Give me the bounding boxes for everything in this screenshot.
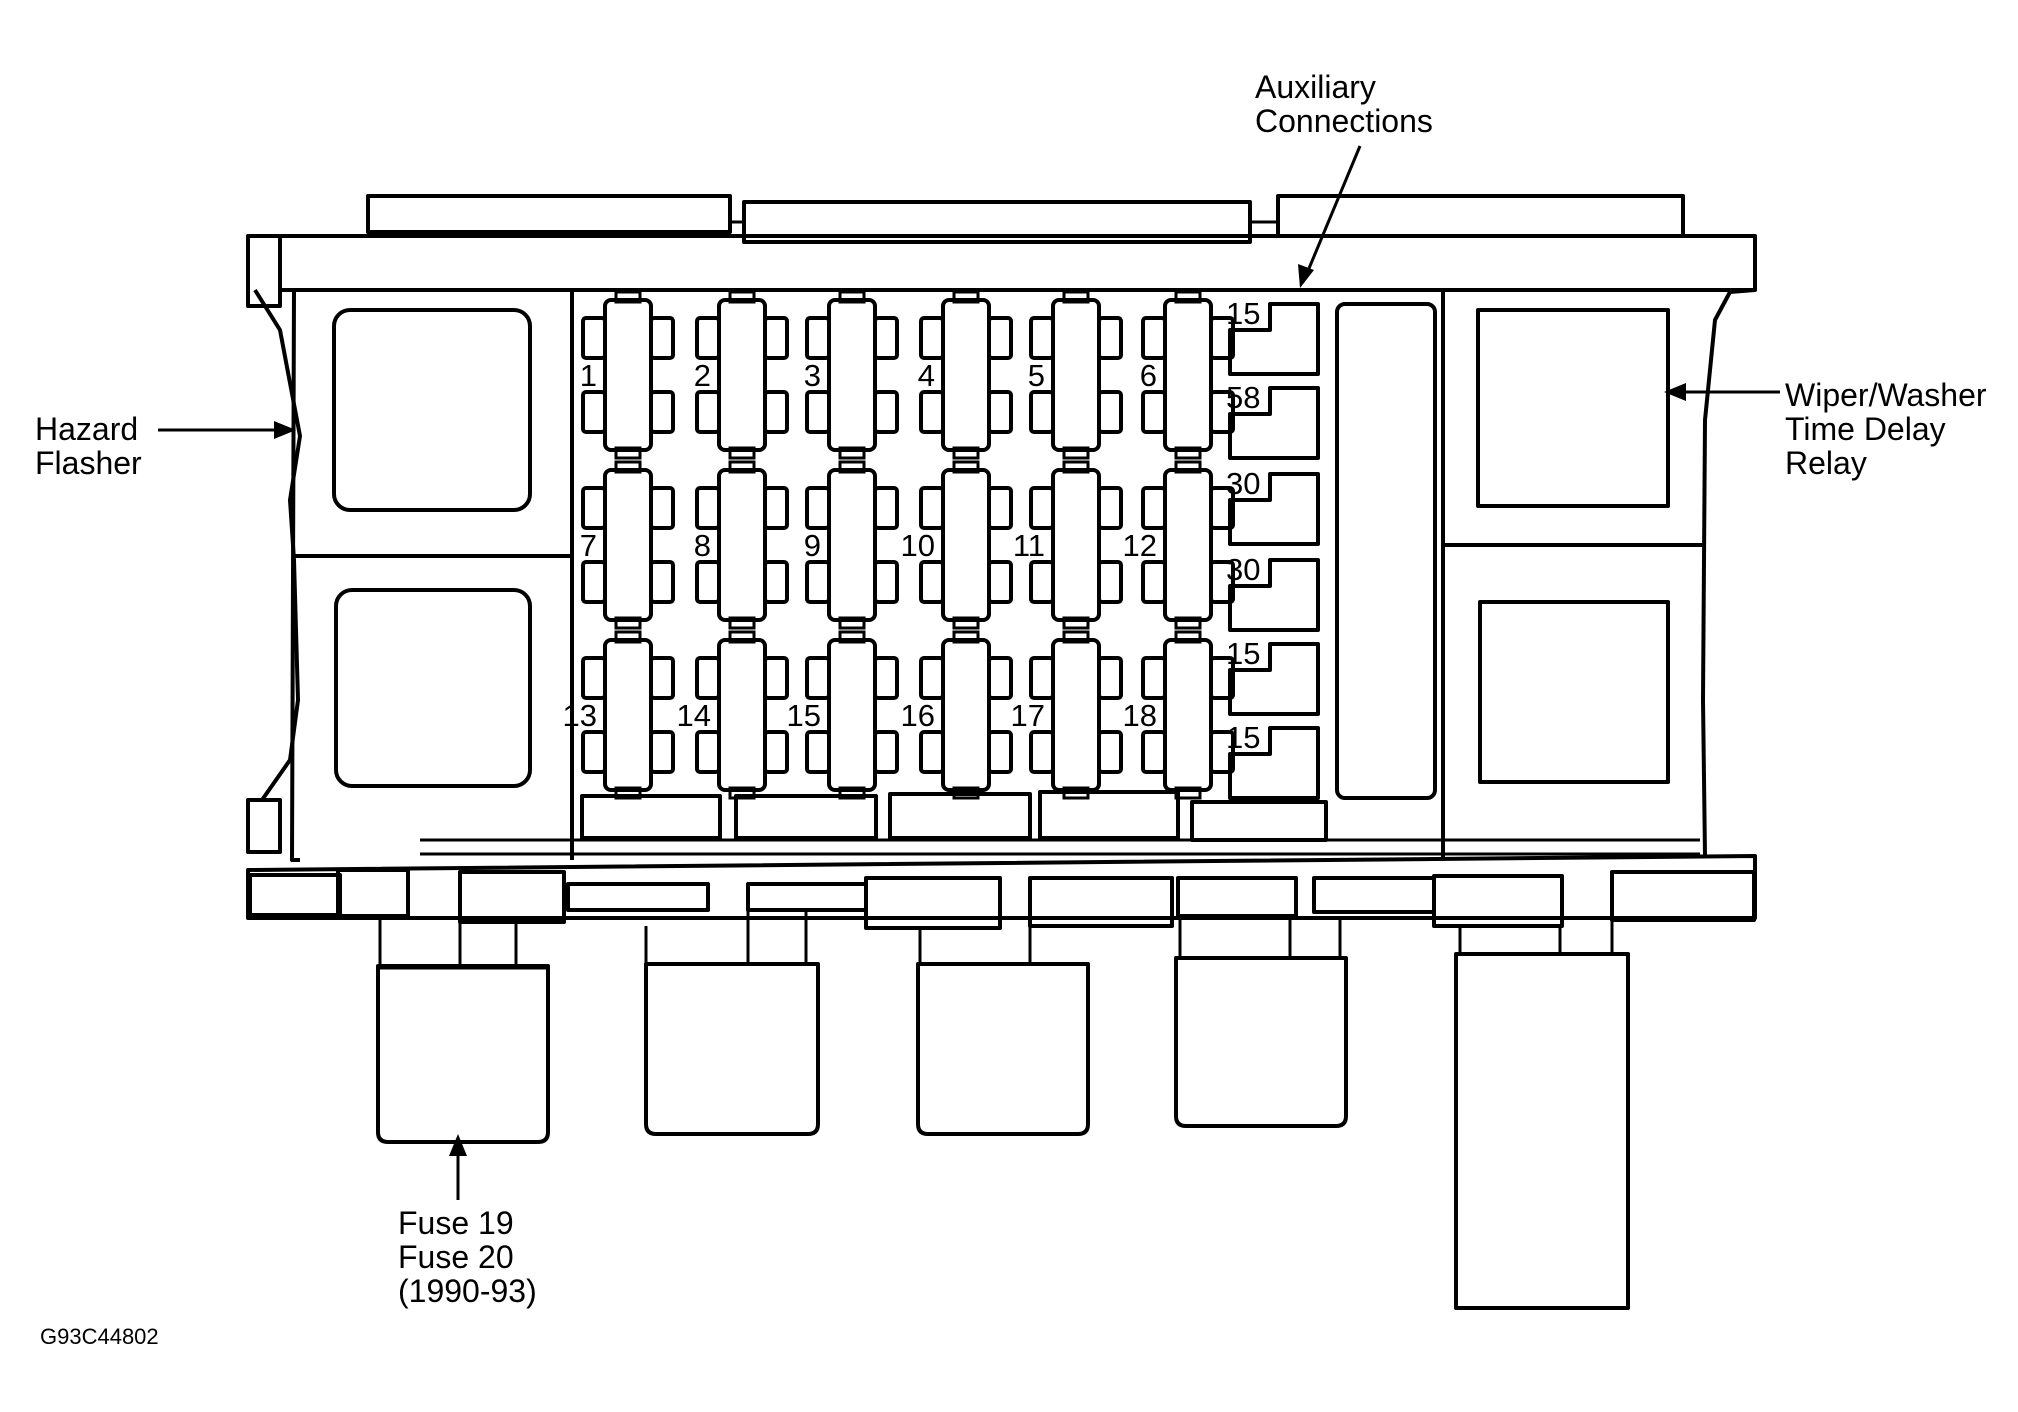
svg-text:Time Delay: Time Delay	[1785, 411, 1946, 447]
fuse-body	[827, 638, 877, 792]
fuse-slot: 8	[694, 460, 789, 630]
fuse-slot: 16	[901, 630, 1013, 800]
fuse-slot: 12	[1123, 460, 1235, 630]
fuse-slot: 5	[1028, 290, 1123, 460]
svg-text:Fuse 20: Fuse 20	[398, 1239, 514, 1275]
fuse-body	[1163, 468, 1213, 622]
fuse-slot: 9	[804, 460, 899, 630]
fuse-slot: 14	[677, 630, 789, 800]
fuse-slot: 3	[804, 290, 899, 460]
terminal-pad: 15	[1226, 720, 1320, 800]
figure-code: G93C44802	[40, 1324, 159, 1349]
fuse-body	[603, 468, 653, 622]
hazard-flasher-label: Hazard Flasher	[35, 411, 142, 481]
fuse-slot: 18	[1123, 630, 1235, 800]
bottom-connector-row	[580, 790, 1328, 842]
fuse-body	[603, 638, 653, 792]
fuse-number: 11	[1013, 528, 1045, 563]
svg-text:Hazard: Hazard	[35, 411, 138, 447]
lower-plug-row	[248, 868, 1756, 1310]
fuse-slot: 17	[1011, 630, 1123, 800]
fuse-number: 17	[1011, 698, 1045, 733]
svg-text:Flasher: Flasher	[35, 445, 142, 481]
svg-text:Connections: Connections	[1255, 103, 1433, 139]
fuse-body	[1051, 638, 1101, 792]
fuse-body	[1051, 298, 1101, 452]
fuse-number: 18	[1123, 698, 1157, 733]
fuse-body	[717, 638, 767, 792]
terminal-pad: 15	[1226, 296, 1320, 376]
terminal-number: 15	[1226, 636, 1260, 671]
fuse-slot: 10	[901, 460, 1013, 630]
svg-text:Fuse 19: Fuse 19	[398, 1205, 514, 1241]
fuse-number: 9	[804, 528, 821, 563]
fuse-slot: 1	[580, 290, 675, 460]
fuse-slot: 6	[1140, 290, 1235, 460]
fuse-body	[1051, 468, 1101, 622]
fuse-number: 13	[563, 698, 597, 733]
fuse-slot: 7	[580, 460, 675, 630]
fuse-body	[1163, 638, 1213, 792]
fuse-number: 5	[1028, 358, 1045, 393]
wiper-washer-relay-label: Wiper/Washer Time Delay Relay	[1785, 377, 1987, 481]
terminal-pad: 58	[1226, 380, 1320, 460]
callout-arrows	[158, 145, 1780, 1200]
fuse-slot: 13	[563, 630, 675, 800]
auxiliary-connections-label: Auxiliary Connections	[1255, 69, 1433, 139]
fuse-slot: 4	[918, 290, 1013, 460]
fuse-number: 7	[580, 528, 597, 563]
fuse-body	[827, 468, 877, 622]
fuse-19-20-label: Fuse 19 Fuse 20 (1990-93)	[398, 1205, 537, 1309]
fuse-body	[1163, 298, 1213, 452]
fuse-number: 8	[694, 528, 711, 563]
terminal-number: 30	[1226, 552, 1260, 587]
fuse-number: 15	[787, 698, 821, 733]
fuse-body	[941, 298, 991, 452]
terminal-number: 15	[1226, 296, 1260, 331]
fuse-body	[717, 298, 767, 452]
terminal-pad: 30	[1226, 466, 1320, 546]
terminal-number: 15	[1226, 720, 1260, 755]
fuse-number: 14	[677, 698, 711, 733]
fuse-number: 6	[1140, 358, 1157, 393]
fuse-number: 10	[901, 528, 935, 563]
svg-text:Wiper/Washer: Wiper/Washer	[1785, 377, 1987, 413]
terminal-pad: 15	[1226, 636, 1320, 716]
fuse-slot: 2	[694, 290, 789, 460]
svg-text:Auxiliary: Auxiliary	[1255, 69, 1376, 105]
fuse-slot: 15	[787, 630, 899, 800]
fuse-body	[603, 298, 653, 452]
terminal-number: 30	[1226, 466, 1260, 501]
svg-text:Relay: Relay	[1785, 445, 1867, 481]
fuse-number: 16	[901, 698, 935, 733]
svg-text:(1990-93): (1990-93)	[398, 1273, 537, 1309]
fuse-panel-housing	[246, 234, 1757, 920]
fuse-body	[717, 468, 767, 622]
fuse-slot: 11	[1013, 460, 1123, 630]
fuse-number: 4	[918, 358, 935, 393]
fuse-body	[941, 638, 991, 792]
auxiliary-terminal-pads: 15 58 30 30 15 15	[1226, 296, 1320, 800]
fuse-number: 1	[580, 358, 597, 393]
terminal-pad: 30	[1226, 552, 1320, 632]
fuse-number: 2	[694, 358, 711, 393]
fuse-number: 12	[1123, 528, 1157, 563]
terminal-number: 58	[1226, 380, 1260, 415]
fuse-number: 3	[804, 358, 821, 393]
fuse-body	[941, 468, 991, 622]
fuse-body	[827, 298, 877, 452]
